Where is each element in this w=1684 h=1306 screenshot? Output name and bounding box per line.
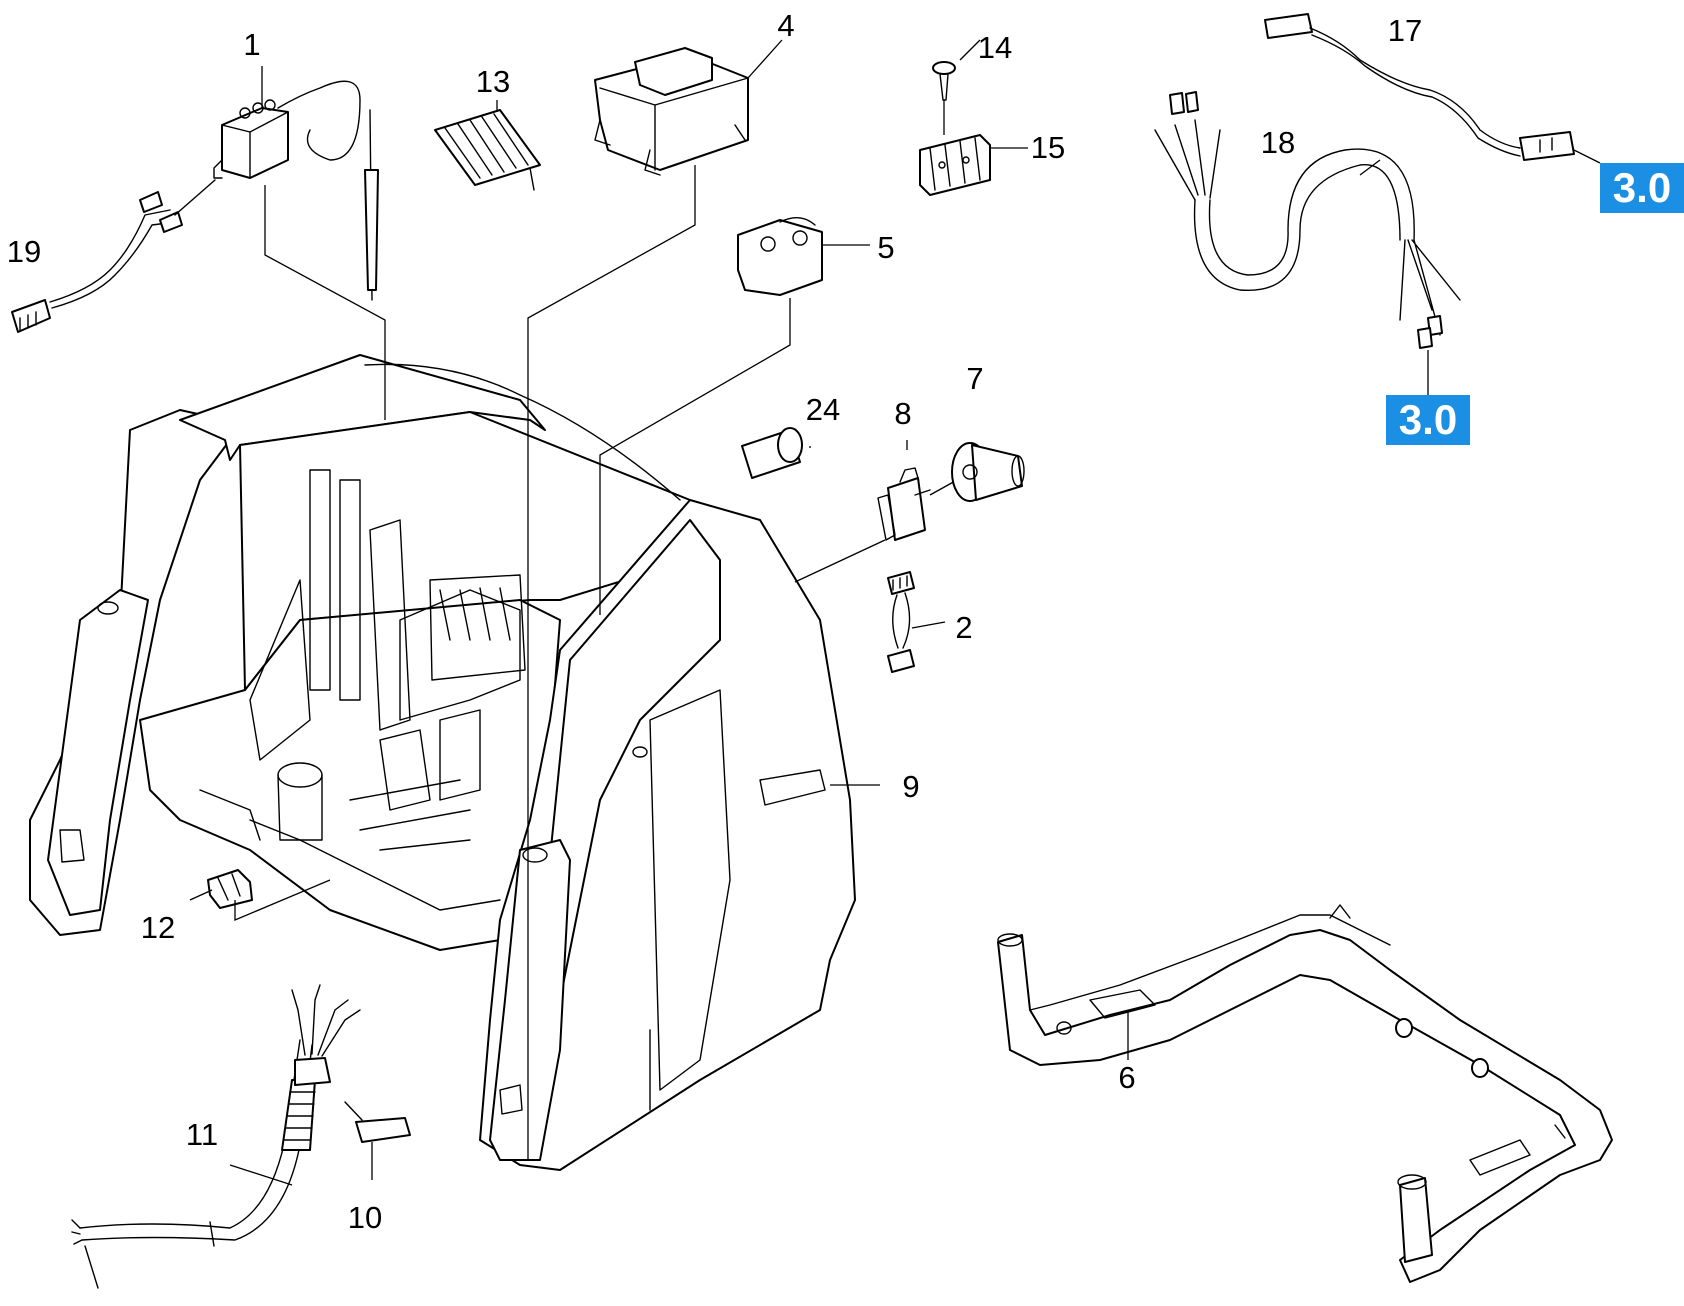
terminal-block-part-13 [434,109,541,191]
leader-lines [229,39,1381,1186]
part-label-14: 14 [978,30,1012,65]
part-label-17: 17 [1388,13,1422,48]
thermostat-part-1 [213,80,386,420]
part-label-12: 12 [141,910,175,945]
part-label-13: 13 [476,64,510,99]
part-label-18: 18 [1261,125,1295,160]
harness-cable-part-18 [1154,91,1461,395]
reference-badge-17[interactable]: 3.0 [1600,163,1684,213]
part-label-8: 8 [894,396,911,431]
ribbon-cable-part-17 [1264,13,1601,164]
part-label-2: 2 [955,610,972,645]
knob-part-7 [951,442,1025,502]
strain-clamp-part-10 [344,1101,411,1180]
reference-badge-18[interactable]: 3.0 [1386,395,1470,445]
spacer-part-24 [741,427,803,479]
part-label-10: 10 [348,1200,382,1235]
transformer-part-4 [527,47,749,1160]
part-label-9: 9 [902,769,919,804]
handle-frame-part-6 [997,904,1613,1283]
clip-part-12 [189,869,331,921]
cable-part-19 [11,179,216,333]
part-label-4: 4 [777,8,794,43]
part-label-24: 24 [806,392,840,427]
part-label-19: 19 [7,234,41,269]
main-housing-part-9 [29,354,856,1171]
part-label-7: 7 [966,361,983,396]
power-cord-part-11 [71,984,361,1289]
clip-part-15 [919,134,991,196]
part-label-5: 5 [877,230,894,265]
part-label-1: 1 [243,27,260,62]
wire-harness-part-2 [887,571,946,673]
screw-part-14 [932,61,956,135]
switch-part-8 [794,467,976,583]
part-labels: 1 13 4 14 15 5 19 17 18 7 24 8 2 9 12 6 … [7,8,1422,1235]
bracket-part-5 [599,217,823,615]
part-label-15: 15 [1031,130,1065,165]
part-label-6: 6 [1118,1060,1135,1095]
part-label-11: 11 [186,1117,218,1152]
